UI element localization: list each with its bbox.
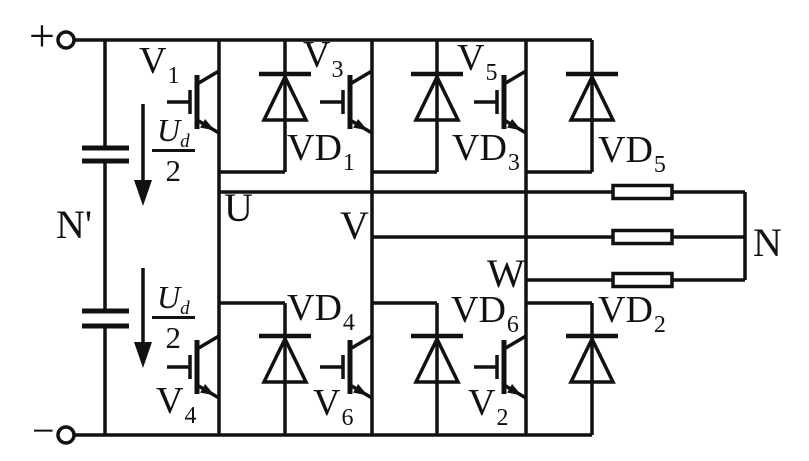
label-phase-u: U	[224, 185, 253, 230]
label-vd4: VD4	[287, 287, 355, 336]
negative-terminal-circle	[56, 425, 76, 445]
label-v2: V2	[468, 382, 509, 431]
label-vd2: VD2	[598, 289, 666, 338]
igbt-v3	[320, 71, 372, 133]
label-v1: V1	[139, 40, 180, 89]
igbt-v5	[474, 71, 526, 133]
dc-voltage-lower: Ud 2	[152, 281, 195, 353]
load-resistor-w	[611, 271, 674, 289]
dc-voltage-upper-denominator: 2	[165, 153, 182, 188]
dc-voltage-lower-numerator: Ud	[152, 281, 195, 319]
label-phase-w: W	[487, 251, 525, 296]
label-v6: V6	[313, 382, 354, 431]
load-resistor-u	[611, 183, 674, 201]
positive-terminal-circle	[56, 30, 76, 50]
label-vd1: VD1	[287, 127, 355, 176]
upper-ud-arrowhead	[134, 180, 152, 206]
load-resistor-v	[611, 228, 674, 246]
positive-terminal-label: +	[29, 10, 55, 61]
label-v3: V3	[303, 34, 344, 83]
label-vd3: VD3	[452, 127, 520, 176]
label-phase-v: V	[340, 203, 369, 248]
label-vd5: VD5	[598, 129, 666, 178]
label-dc-midpoint: N'	[56, 202, 93, 247]
label-v5: V5	[457, 37, 498, 86]
dc-voltage-lower-denominator: 2	[165, 320, 182, 355]
lower-ud-arrowhead	[134, 342, 152, 368]
label-v4: V4	[156, 380, 197, 429]
label-neutral: N	[753, 220, 782, 265]
negative-terminal-label: −	[32, 408, 55, 453]
dc-voltage-upper-numerator: Ud	[152, 114, 195, 152]
label-vd6: VD6	[451, 289, 519, 338]
dc-voltage-upper: Ud 2	[152, 114, 195, 186]
